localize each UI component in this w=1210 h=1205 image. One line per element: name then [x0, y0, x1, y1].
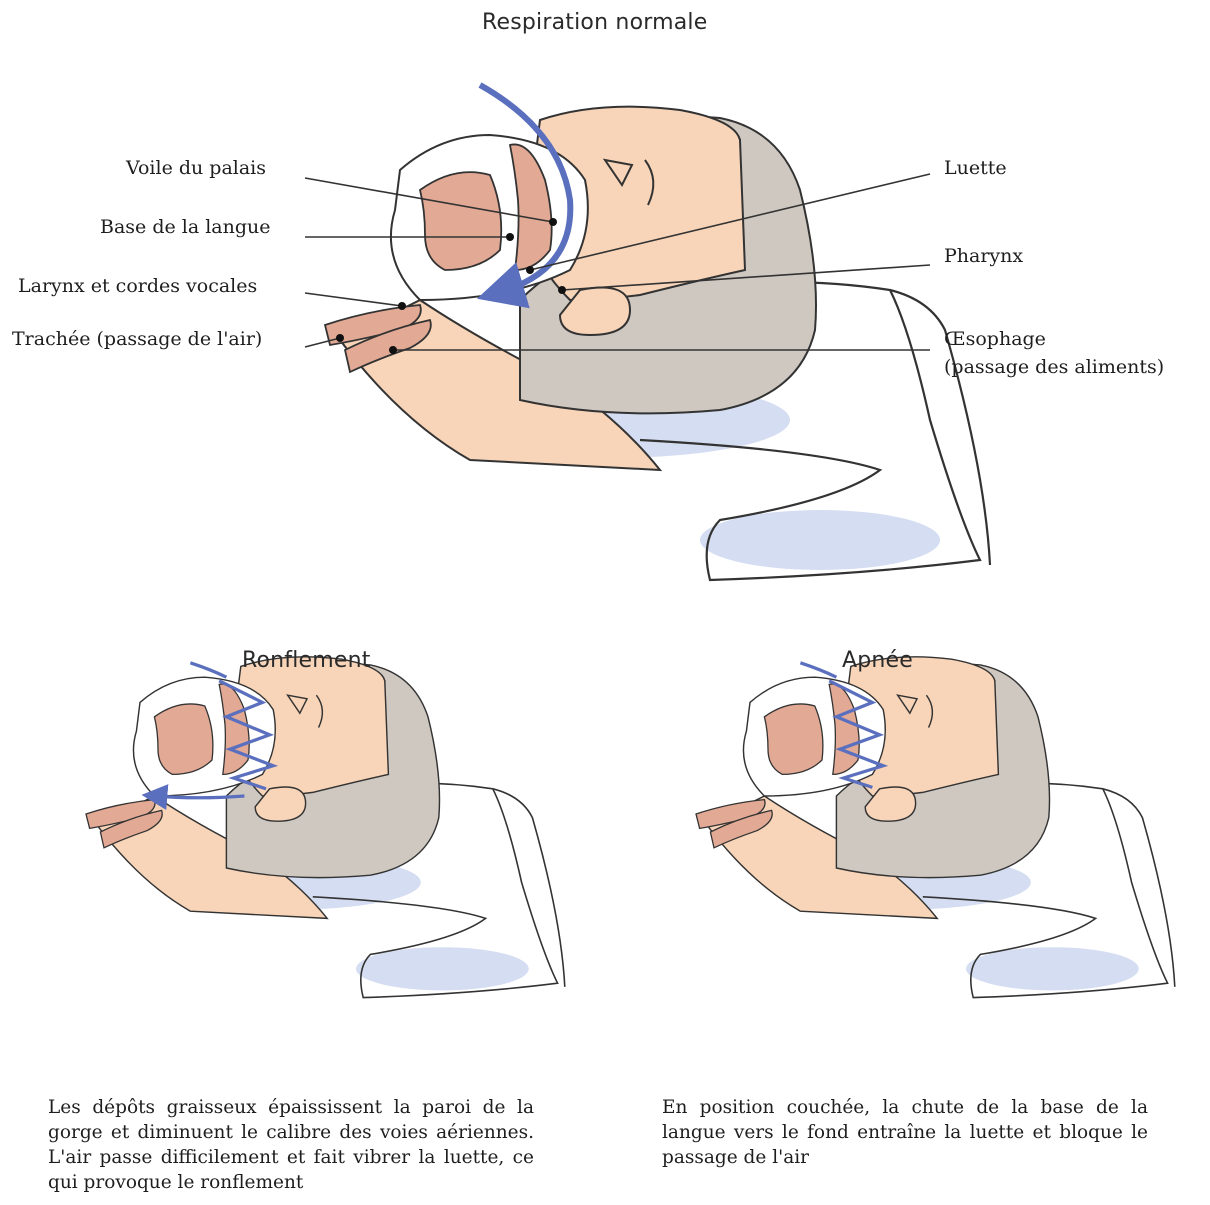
label-tongue-base: Base de la langue	[100, 216, 271, 238]
title-apnea: Apnée	[842, 648, 913, 673]
caption-apnea: En position couchée, la chute de la base…	[662, 1095, 1148, 1170]
label-esophagus-note: (passage des aliments)	[944, 356, 1164, 378]
label-trachea: Trachée (passage de l'air)	[12, 328, 262, 350]
label-pharynx: Pharynx	[944, 245, 1023, 267]
label-larynx: Larynx et cordes vocales	[18, 275, 257, 297]
title-normal-breathing: Respiration normale	[482, 10, 707, 35]
apnea-figure	[696, 657, 1175, 998]
normal-breathing-figure	[305, 85, 990, 580]
label-esophagus: Œsophage	[944, 328, 1046, 350]
title-snoring: Ronflement	[242, 648, 371, 673]
label-soft-palate: Voile du palais	[126, 157, 266, 179]
label-uvula: Luette	[944, 157, 1007, 179]
snoring-figure	[86, 657, 565, 998]
caption-snoring: Les dépôts graisseux épaississent la par…	[48, 1095, 534, 1195]
